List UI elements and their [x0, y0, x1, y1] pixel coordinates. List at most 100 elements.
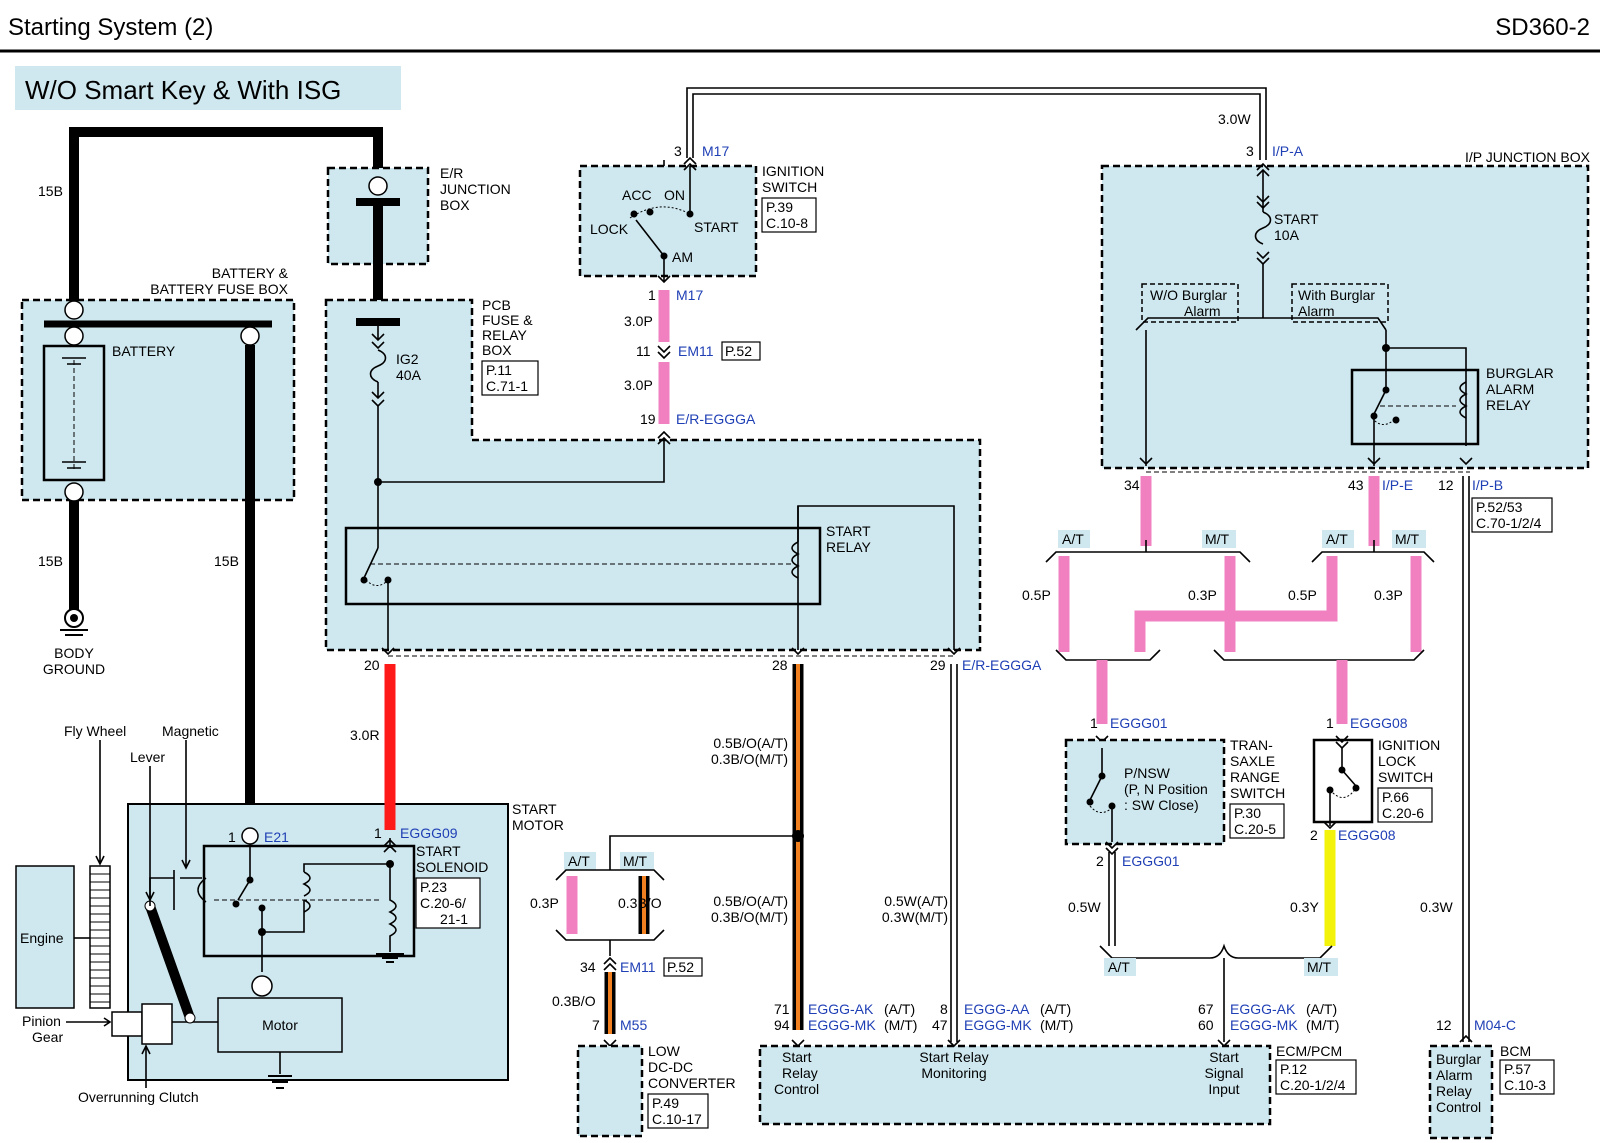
pin-number: 94	[774, 1017, 790, 1033]
connector-id: EGGG-MK	[808, 1017, 876, 1033]
pcb-label: FUSE &	[482, 312, 533, 328]
wire-label: 0.3B/O(M/T)	[711, 909, 788, 925]
body-ground-icon	[60, 608, 88, 636]
solenoid-label: START	[416, 843, 461, 859]
tag-at	[1104, 958, 1136, 976]
option-label: With Burglar	[1298, 287, 1375, 303]
tag-mt	[1392, 530, 1426, 548]
battery	[42, 344, 106, 482]
option-label: W/O Burglar	[1150, 287, 1227, 303]
pin-number: 12	[1436, 1017, 1452, 1033]
pin-number: 2	[1310, 827, 1318, 843]
er-jb-label: BOX	[440, 197, 470, 213]
ecm-pin-label: Signal	[1205, 1065, 1244, 1081]
connector-id: EGGG-AK	[808, 1001, 874, 1017]
ref-text: P.57	[1504, 1061, 1531, 1077]
tag-mt	[1304, 958, 1338, 976]
ign-pos-on: ON	[664, 187, 685, 203]
connector-id: EGGG-AA	[964, 1001, 1030, 1017]
lever-label: Lever	[130, 749, 165, 765]
ils-label: SWITCH	[1378, 769, 1433, 785]
ref-text: P.23	[420, 879, 447, 895]
connector-variant: (M/T)	[884, 1017, 917, 1033]
er-jb-label: JUNCTION	[440, 181, 511, 197]
pin-number: 60	[1198, 1017, 1214, 1033]
tag-at-label: A/T	[568, 853, 590, 869]
pin-number: 1	[374, 825, 382, 841]
wire-label: 0.3W	[1420, 899, 1453, 915]
solenoid-ref-box	[415, 877, 481, 929]
ref-text: P.30	[1234, 805, 1261, 821]
pinion-label: Pinion	[22, 1013, 61, 1029]
pin-number: 11	[636, 343, 651, 359]
connector-id: EGGG01	[1122, 853, 1180, 869]
connector-id: EGGG08	[1350, 715, 1408, 731]
connector-variant: (M/T)	[1306, 1017, 1339, 1033]
wire-label: 0.5W	[1068, 899, 1101, 915]
pin-number: 1	[228, 829, 236, 845]
with-burglar-option	[1291, 283, 1389, 323]
ils-label: LOCK	[1378, 753, 1417, 769]
ign-ref-box	[761, 197, 817, 233]
start-relay-label: RELAY	[826, 539, 872, 555]
wire-label: 0.3W(M/T)	[882, 909, 948, 925]
wire-label: 0.5P	[1022, 587, 1051, 603]
diagram-code: SD360-2	[1495, 14, 1590, 41]
tag-mt	[620, 852, 654, 870]
ecm-pin-label: Input	[1208, 1081, 1239, 1097]
burglar-relay-label: ALARM	[1486, 381, 1534, 397]
bcm-pin-label: Relay	[1436, 1083, 1472, 1099]
ref-text: C.20-6/	[420, 895, 466, 911]
solenoid-label: SOLENOID	[416, 859, 488, 875]
pin-number: 7	[592, 1017, 600, 1033]
wire-label: 0.3P	[530, 895, 559, 911]
wire-label: 0.5P	[1288, 587, 1317, 603]
relay-coil-icon	[791, 541, 800, 579]
ignition-lock-switch	[1312, 738, 1374, 824]
ref-text: 21-1	[440, 911, 468, 927]
wire-label: 3.0W	[1218, 111, 1251, 127]
ldc-label: DC-DC	[648, 1059, 693, 1075]
wire-label: 0.3B/O	[618, 895, 662, 911]
wire-label: 15B	[38, 553, 63, 569]
pin-number: 34	[580, 959, 596, 975]
tag-at	[564, 852, 596, 870]
ref-text: P.66	[1382, 789, 1409, 805]
start-motor-label: MOTOR	[512, 817, 564, 833]
fuse-label: IG2	[396, 351, 419, 367]
engine-label: Engine	[20, 930, 64, 946]
wire-label: 3.0P	[624, 377, 653, 393]
pin-number: 29	[930, 657, 946, 673]
start-motor-label: START	[512, 801, 557, 817]
ecm-pin-label: Start Relay	[919, 1049, 988, 1065]
tag-mt-label: M/T	[1205, 531, 1230, 547]
ipb-ref-box	[1471, 497, 1553, 533]
tag-at	[1322, 530, 1354, 548]
pin-number: 3	[1246, 143, 1254, 159]
ils-ref-box	[1377, 787, 1433, 823]
pin-number: 12	[1438, 477, 1454, 493]
ref-text: P.39	[766, 199, 793, 215]
ref-text: C.10-17	[652, 1111, 702, 1127]
ref-text: C.20-5	[1234, 821, 1276, 837]
tag-mt-label: M/T	[623, 853, 648, 869]
pin-number: 1	[1326, 715, 1334, 731]
pnsw-label: P/NSW	[1124, 765, 1171, 781]
ldc-label: LOW	[648, 1043, 681, 1059]
fly-wheel-label: Fly Wheel	[64, 723, 126, 739]
low-dc-dc-converter	[576, 1044, 644, 1138]
pin-number: 67	[1198, 1001, 1214, 1017]
connector-variant: (A/T)	[1306, 1001, 1337, 1017]
bcm-pin-label: Burglar	[1436, 1051, 1481, 1067]
ecm-label: ECM/PCM	[1276, 1043, 1342, 1059]
tr-label: TRAN-	[1230, 737, 1273, 753]
tag-at-label: A/T	[1326, 531, 1348, 547]
burglar-relay-label: BURGLAR	[1486, 365, 1554, 381]
tag-at-label: A/T	[1108, 959, 1130, 975]
pnsw-label: (P, N Position	[1124, 781, 1208, 797]
ref-text: C.20-6	[1382, 805, 1424, 821]
ref-text: P.52	[725, 343, 752, 359]
pin-number: 71	[774, 1001, 790, 1017]
wire-label: 0.3P	[1374, 587, 1403, 603]
connector-id: E/R-EGGGA	[962, 657, 1042, 673]
